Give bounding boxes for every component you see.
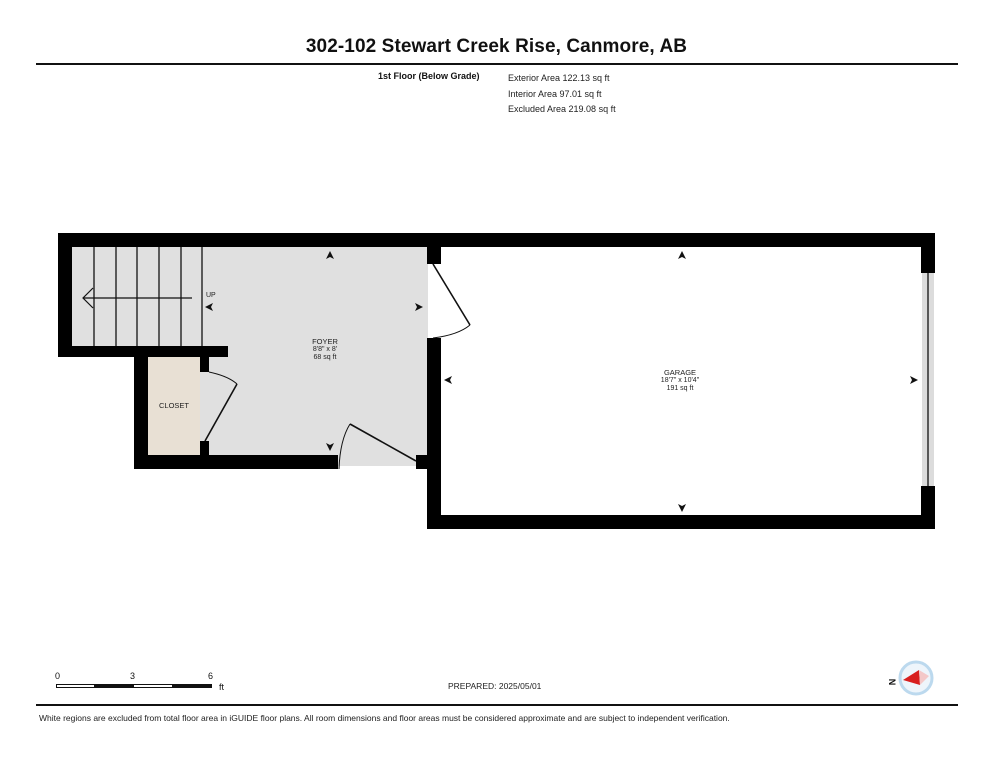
room-foyer-name: FOYER xyxy=(312,337,338,346)
scale-segment xyxy=(172,684,212,688)
floor-label: 1st Floor (Below Grade) xyxy=(378,71,480,81)
excluded-area: Excluded Area 219.08 sq ft xyxy=(508,104,616,114)
room-garage-name: GARAGE xyxy=(663,368,697,377)
garage-door xyxy=(922,273,934,486)
closet-fill xyxy=(148,357,200,456)
stair-treads xyxy=(93,247,203,346)
dimension-markers xyxy=(205,251,918,512)
foyer-entry-door xyxy=(338,423,417,470)
room-foyer-area: 68 sq ft xyxy=(313,354,337,361)
room-garage-dimensions: 18'7" x 10'4" xyxy=(660,377,700,384)
foyer-lower-fill xyxy=(200,356,428,466)
scale-tick-6: 6 xyxy=(208,671,214,681)
garage-entry-door xyxy=(432,263,471,339)
scale-segment xyxy=(56,684,95,688)
stair-direction-arrow xyxy=(82,287,192,309)
room-foyer-dimensions: 8'8" x 8' xyxy=(312,346,338,353)
room-garage-area: 191 sq ft xyxy=(666,385,694,392)
interior-area: Interior Area 97.01 sq ft xyxy=(508,88,602,99)
scale-tick-0: 0 xyxy=(55,671,61,681)
header-divider xyxy=(36,63,958,65)
scale-segment xyxy=(133,684,173,688)
exterior-area: Exterior Area 122.13 sq ft xyxy=(508,73,610,83)
compass-north-label: N xyxy=(887,678,898,686)
closet-door xyxy=(204,371,238,442)
garage-fill xyxy=(441,247,922,515)
room-closet-name: CLOSET xyxy=(158,401,189,410)
room-closet: CLOSET xyxy=(140,402,208,410)
walls xyxy=(58,233,935,529)
room-garage: GARAGE 18'7" x 10'4" 191 sq ft xyxy=(640,369,720,393)
scale-tick-3: 3 xyxy=(130,671,136,681)
scale-segment xyxy=(94,684,134,688)
compass-icon xyxy=(898,660,934,696)
room-foyer: FOYER 8'8" x 8' 68 sq ft xyxy=(290,338,360,362)
footer-divider xyxy=(36,704,958,706)
area-summary: Exterior Area 122.13 sq ft Interior Area… xyxy=(508,71,616,118)
page-title: 302-102 Stewart Creek Rise, Canmore, AB xyxy=(305,36,688,57)
prepared-date: PREPARED: 2025/05/01 xyxy=(448,681,542,691)
scale-unit: ft xyxy=(219,682,225,692)
stairs-up-label: UP xyxy=(206,292,216,299)
disclaimer-text: White regions are excluded from total fl… xyxy=(39,713,730,723)
